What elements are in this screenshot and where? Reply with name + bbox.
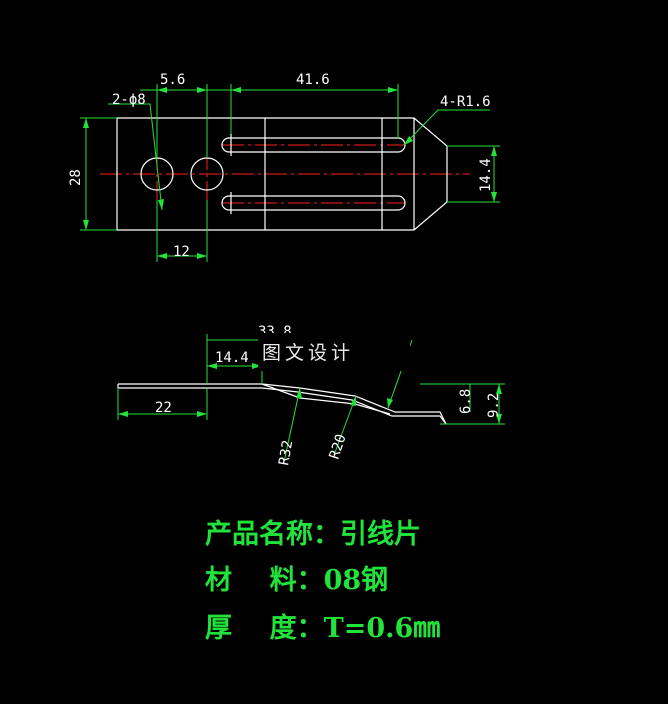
radius-b-label: R20	[327, 432, 350, 461]
top-view: 2-ϕ8 5.6 41.6 4-R1.6 28 14.4 12	[68, 72, 500, 262]
dimension-lines	[80, 84, 500, 262]
watermark-text: 图文设计	[262, 342, 355, 364]
watermark-box	[258, 333, 410, 371]
overall-width-label: 28	[68, 169, 84, 186]
spec-product-name: 产品名称：引线片	[205, 519, 421, 550]
radius-a-label: R32	[276, 439, 296, 467]
height-small-label: 6.8	[458, 389, 474, 414]
dimension-arrows	[83, 87, 497, 259]
side-dim-b-label: 22	[155, 400, 172, 416]
height-total-label: 9.2	[486, 393, 502, 418]
slot-length-label: 41.6	[296, 72, 330, 88]
hole-offset-label: 5.6	[160, 72, 185, 88]
tip-width-label: 14.4	[478, 158, 494, 192]
spec-material: 材 料：08钢	[205, 565, 389, 596]
hole-spec-label: 2-ϕ8	[112, 92, 146, 108]
hole-pitch-label: 12	[173, 244, 190, 260]
spec-thickness: 厚 度：T=0.6㎜	[205, 613, 441, 644]
side-dim-a-label: 14.4	[215, 350, 249, 366]
corner-radius-label: 4-R1.6	[440, 94, 491, 110]
side-dimension-arrows	[118, 363, 502, 424]
